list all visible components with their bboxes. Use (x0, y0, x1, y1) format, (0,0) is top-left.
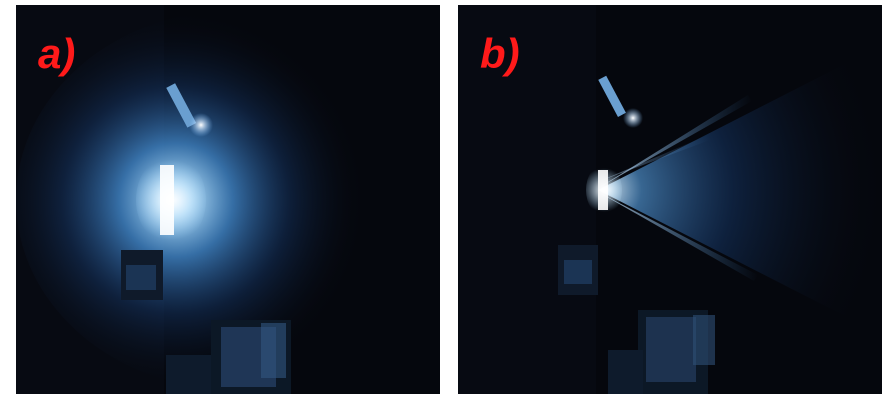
photo-panel-b: b) (458, 5, 882, 394)
panel-label-a: a) (38, 30, 76, 77)
panel-label-b: b) (480, 30, 520, 77)
plasma-photo-b (458, 5, 882, 394)
photo-panel-a: a) (16, 5, 440, 394)
plasma-photo-a (16, 5, 440, 394)
